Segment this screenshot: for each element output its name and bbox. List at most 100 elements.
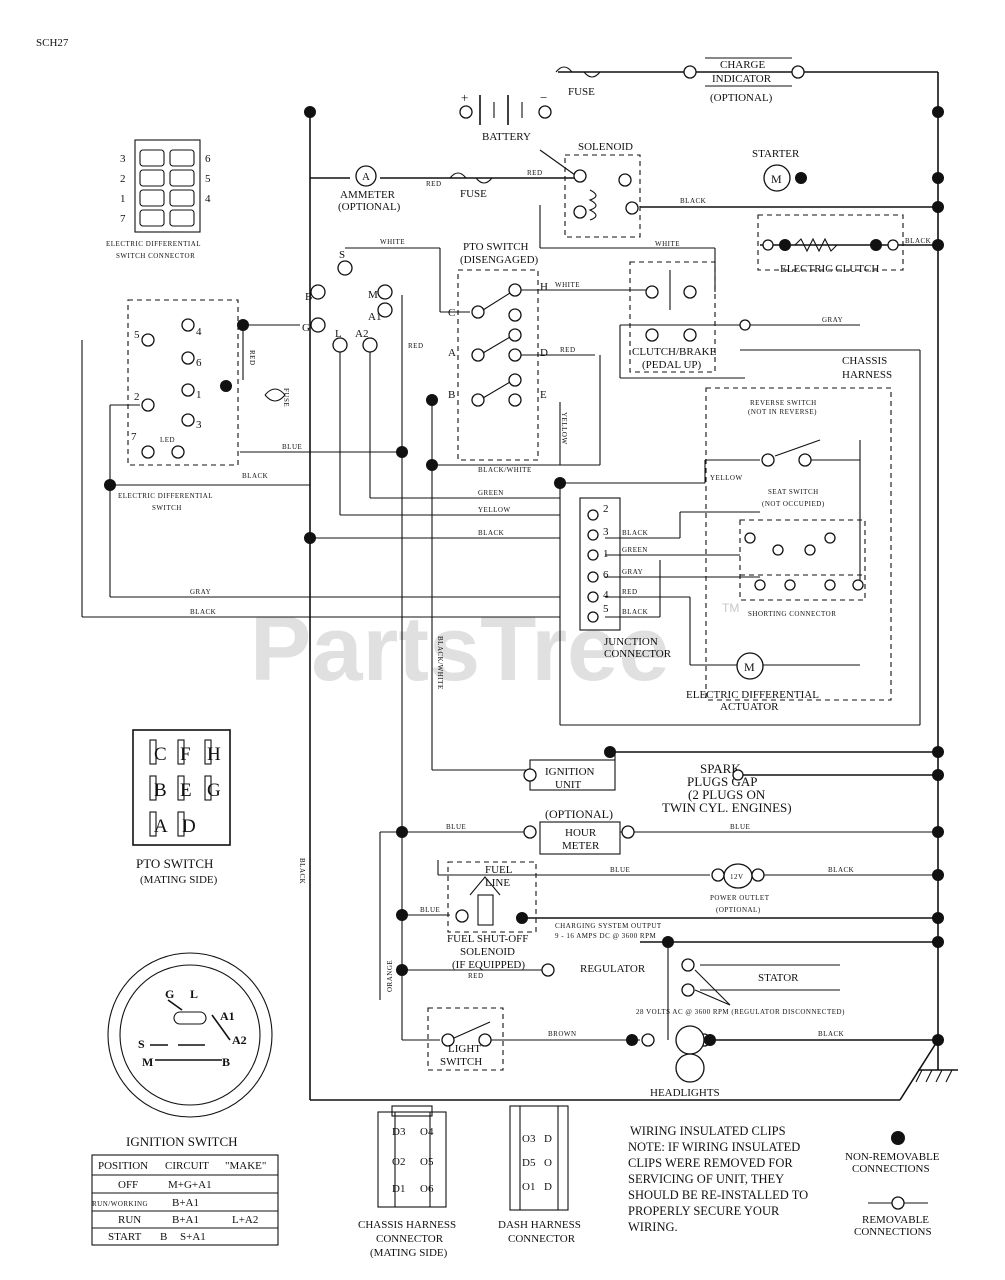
watermark-trademark: TM — [722, 601, 739, 615]
svg-text:B: B — [154, 780, 167, 801]
svg-text:CHARGING SYSTEM OUTPUT: CHARGING SYSTEM OUTPUT — [555, 922, 662, 930]
svg-text:M: M — [368, 289, 378, 301]
electric-differential-switch: 5 4 6 1 2 3 7 LED ELECTRIC DIFFERENTIAL … — [118, 318, 290, 512]
svg-text:SOLENOID: SOLENOID — [578, 141, 633, 153]
pto-switch-mating-side: C F H B E G A D PTO SWITCH (MATING SIDE) — [132, 729, 231, 886]
svg-text:STATOR: STATOR — [758, 972, 799, 984]
power-outlet: 12V POWER OUTLET (OPTIONAL) — [710, 863, 770, 914]
svg-text:START: START — [108, 1231, 142, 1243]
svg-text:7: 7 — [120, 213, 126, 225]
svg-text:FUSE: FUSE — [460, 188, 487, 200]
svg-text:RED: RED — [248, 350, 256, 366]
svg-text:SWITCH: SWITCH — [440, 1056, 482, 1068]
svg-text:RED: RED — [560, 346, 576, 354]
svg-text:D5: D5 — [522, 1157, 536, 1169]
svg-text:LIGHT: LIGHT — [448, 1043, 481, 1055]
svg-text:BLACK/WHITE: BLACK/WHITE — [478, 466, 532, 474]
svg-text:O1: O1 — [522, 1181, 535, 1193]
svg-text:SOLENOID: SOLENOID — [460, 946, 515, 958]
svg-text:SHOULD BE RE-INSTALLED TO: SHOULD BE RE-INSTALLED TO — [628, 1188, 808, 1202]
svg-text:H: H — [540, 281, 548, 293]
svg-text:5: 5 — [603, 603, 609, 615]
svg-text:ELECTRIC DIFFERENTIAL: ELECTRIC DIFFERENTIAL — [106, 240, 201, 248]
charge-indicator: CHARGE INDICATOR (OPTIONAL) — [683, 57, 805, 104]
svg-text:LED: LED — [160, 436, 175, 444]
svg-text:CHASSIS HARNESS: CHASSIS HARNESS — [358, 1219, 456, 1231]
dashed-boxes — [127, 154, 904, 1071]
svg-text:ELECTRIC DIFFERENTIAL: ELECTRIC DIFFERENTIAL — [686, 689, 819, 701]
svg-text:JUNCTION: JUNCTION — [604, 636, 658, 648]
svg-text:REGULATOR: REGULATOR — [580, 963, 646, 975]
svg-text:RUN: RUN — [118, 1214, 141, 1226]
svg-text:E: E — [180, 780, 192, 801]
svg-text:"MAKE": "MAKE" — [225, 1160, 266, 1172]
ignition-table: POSITION CIRCUIT "MAKE" OFF M+G+A1 RUN/W… — [91, 1154, 279, 1246]
solenoid: SOLENOID — [573, 141, 639, 221]
svg-text:DASH HARNESS: DASH HARNESS — [498, 1219, 581, 1231]
clutch-brake-switch: CLUTCH/BRAKE (PEDAL UP) — [632, 270, 751, 371]
svg-text:IGNITION: IGNITION — [545, 766, 595, 778]
svg-text:BLACK: BLACK — [190, 608, 216, 616]
svg-text:(NOT IN REVERSE): (NOT IN REVERSE) — [748, 408, 817, 416]
svg-text:L: L — [190, 987, 198, 1001]
svg-text:LINE: LINE — [485, 877, 510, 889]
svg-text:PTO SWITCH: PTO SWITCH — [463, 241, 529, 253]
svg-text:6: 6 — [205, 153, 211, 165]
ignition-switch-schematic: S B M G L A2 A1 — [302, 249, 393, 353]
svg-text:GRAY: GRAY — [190, 588, 211, 596]
svg-text:A2: A2 — [355, 328, 368, 340]
svg-text:REVERSE SWITCH: REVERSE SWITCH — [750, 399, 817, 407]
svg-text:D: D — [540, 347, 548, 359]
svg-text:3: 3 — [120, 153, 126, 165]
svg-text:FUEL: FUEL — [485, 864, 513, 876]
svg-text:RED: RED — [468, 972, 484, 980]
svg-text:FUEL SHUT-OFF: FUEL SHUT-OFF — [447, 933, 528, 945]
svg-text:BLUE: BLUE — [282, 443, 302, 451]
svg-text:S: S — [339, 249, 345, 261]
svg-text:BLUE: BLUE — [730, 823, 750, 831]
ammeter: A AMMETER (OPTIONAL) — [338, 165, 401, 213]
svg-text:POWER OUTLET: POWER OUTLET — [710, 894, 770, 902]
svg-text:5: 5 — [205, 173, 211, 185]
svg-text:ORANGE: ORANGE — [386, 960, 394, 992]
svg-text:S: S — [138, 1037, 145, 1051]
starter: STARTER M — [752, 148, 807, 192]
svg-text:(MATING SIDE): (MATING SIDE) — [370, 1247, 448, 1259]
svg-text:1: 1 — [603, 548, 609, 560]
fuel-shutoff-solenoid: FUEL LINE FUEL SHUT-OFF SOLENOID (IF EQU… — [447, 864, 528, 971]
svg-text:SEAT SWITCH: SEAT SWITCH — [768, 488, 819, 496]
reverse-switch: REVERSE SWITCH (NOT IN REVERSE) — [748, 399, 821, 467]
svg-text:1: 1 — [120, 193, 126, 205]
svg-text:D3: D3 — [392, 1126, 406, 1138]
svg-text:O4: O4 — [420, 1126, 434, 1138]
watermark: PartsTree — [250, 598, 669, 700]
connection-dots — [104, 106, 944, 1046]
svg-text:RUN/WORKING: RUN/WORKING — [92, 1200, 148, 1208]
svg-text:YELLOW: YELLOW — [560, 412, 568, 445]
svg-text:O2: O2 — [392, 1156, 405, 1168]
svg-text:G: G — [165, 987, 174, 1001]
svg-text:RED: RED — [622, 588, 638, 596]
svg-text:3: 3 — [196, 419, 202, 431]
wire-color-labels: RED RED BLACK BLACK WHITE WHITE WHITE GR… — [190, 169, 931, 1038]
svg-text:BLACK: BLACK — [242, 472, 268, 480]
svg-text:GRAY: GRAY — [622, 568, 643, 576]
svg-text:ELECTRIC DIFFERENTIAL: ELECTRIC DIFFERENTIAL — [118, 492, 213, 500]
svg-text:WHITE: WHITE — [380, 238, 405, 246]
svg-text:CONNECTOR: CONNECTOR — [508, 1233, 576, 1245]
svg-text:(2 PLUGS ON: (2 PLUGS ON — [688, 787, 766, 802]
svg-text:O6: O6 — [420, 1183, 434, 1195]
svg-text:(NOT OCCUPIED): (NOT OCCUPIED) — [762, 500, 825, 508]
svg-text:WIRING.: WIRING. — [628, 1220, 678, 1234]
svg-text:M: M — [771, 172, 782, 186]
svg-text:12V: 12V — [730, 873, 744, 881]
svg-text:B+A1: B+A1 — [172, 1214, 199, 1226]
electric-differential-actuator: M ELECTRIC DIFFERENTIAL ACTUATOR — [686, 652, 819, 713]
svg-text:BLACK: BLACK — [680, 197, 706, 205]
svg-text:WIRING INSULATED CLIPS: WIRING INSULATED CLIPS — [630, 1124, 786, 1138]
electric-clutch: ELECTRIC CLUTCH — [762, 237, 899, 275]
svg-text:IGNITION SWITCH: IGNITION SWITCH — [126, 1134, 238, 1149]
svg-text:BLUE: BLUE — [446, 823, 466, 831]
svg-text:D: D — [544, 1181, 552, 1193]
